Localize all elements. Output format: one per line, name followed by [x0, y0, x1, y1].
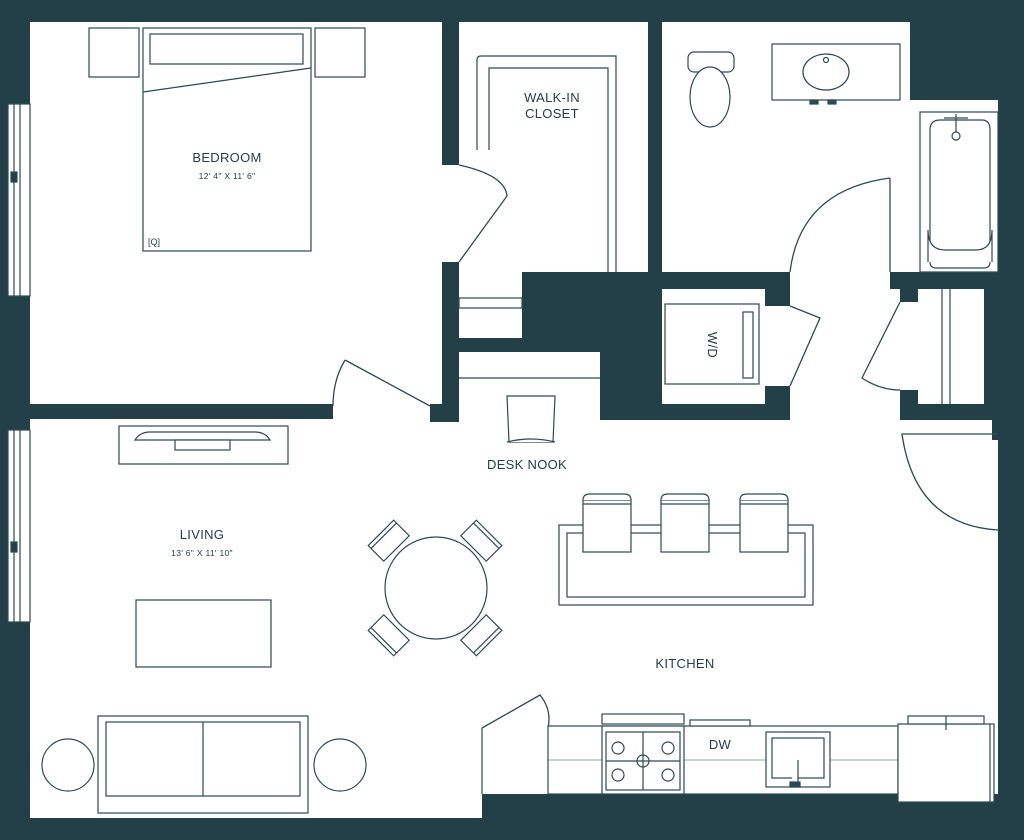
refrigerator-icon — [897, 715, 995, 803]
dining-table-icon — [384, 536, 488, 640]
linen-shelving — [941, 289, 951, 404]
desk-nook-title: DESK NOOK — [487, 457, 567, 472]
dining-chair-icon — [367, 613, 411, 657]
window-icon — [7, 103, 31, 297]
sofa-icon — [97, 715, 309, 814]
kitchen-title: KITCHEN — [655, 656, 714, 671]
bedroom-dimensions: 12' 4" X 11' 6" — [199, 171, 256, 181]
washer-dryer-label: W/D — [705, 332, 720, 358]
kitchen-counter — [481, 725, 899, 795]
closet-title-line2: CLOSET — [525, 106, 579, 121]
bathtub-icon — [919, 111, 999, 273]
side-table-icon — [313, 738, 367, 792]
bedroom-title: BEDROOM — [192, 150, 261, 165]
living-title: LIVING — [180, 527, 224, 542]
nightstand-icon — [314, 27, 366, 78]
bar-stool-icon — [582, 493, 632, 553]
coffee-table-icon — [135, 599, 272, 668]
desk-chair-icon — [506, 395, 556, 443]
toilet-icon — [687, 51, 735, 128]
window-icon — [7, 429, 31, 623]
living-dimensions: 13' 6" X 11' 10" — [171, 548, 233, 558]
bed-size-label: [Q] — [148, 237, 160, 247]
side-table-icon — [41, 738, 95, 792]
range-icon — [601, 713, 685, 795]
kitchen-sink-icon — [765, 731, 831, 788]
closet-shelving — [458, 55, 617, 309]
bar-stool-icon — [739, 493, 789, 553]
nightstand-icon — [88, 27, 140, 78]
bar-stool-icon — [660, 493, 710, 553]
dining-chair-icon — [459, 519, 503, 563]
dining-chair-icon — [367, 519, 411, 563]
dishwasher-unit — [689, 719, 751, 727]
sink-icon — [771, 43, 901, 105]
dishwasher-label: DW — [709, 737, 732, 752]
washer-dryer-icon — [664, 303, 760, 385]
dining-chair-icon — [459, 613, 503, 657]
bed-icon — [142, 27, 312, 252]
doors — [332, 164, 999, 729]
closet-title-line1: WALK-IN — [524, 90, 580, 105]
tv-console-icon — [118, 425, 289, 465]
